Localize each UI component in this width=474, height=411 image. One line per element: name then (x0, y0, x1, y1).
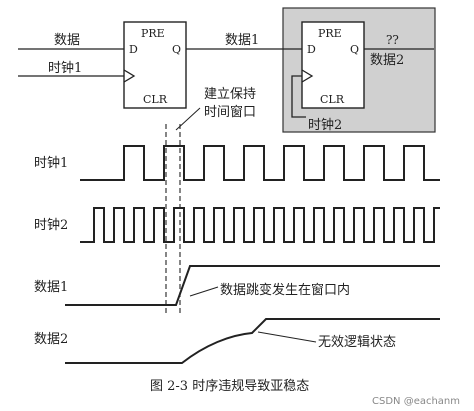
ff1-pre-label: PRE (141, 27, 165, 40)
data1-waveform (65, 265, 440, 306)
label-unknown: ?? (386, 33, 399, 47)
watermark: CSDN @eachanm (372, 396, 460, 407)
label-data2-out: 数据2 (370, 53, 404, 68)
ff2-pre-label: PRE (318, 27, 342, 40)
label-data-in: 数据 (54, 33, 80, 48)
ff1-q-label: Q (172, 43, 181, 56)
ff2-d-label: D (307, 43, 316, 56)
flip-flop-2: PRE D Q CLR (301, 21, 365, 109)
wave-label-clock2: 时钟2 (34, 217, 68, 233)
ff2-q-label: Q (350, 43, 359, 56)
label-data1-mid: 数据1 (225, 33, 259, 48)
ff1-box (123, 21, 187, 109)
ff1-d-label: D (129, 43, 138, 56)
wave-label-data1: 数据1 (34, 280, 68, 295)
flip-flop-1: PRE D Q CLR (123, 21, 187, 109)
figure-caption: 图 2-3 时序违规导致亚稳态 (150, 378, 309, 394)
ff2-clock-triangle (301, 69, 314, 83)
clock1-waveform (80, 145, 440, 181)
ff2-box (301, 21, 365, 109)
label-clock1-in: 时钟1 (48, 60, 82, 76)
wave-label-data2: 数据2 (34, 332, 68, 347)
data2-waveform (65, 318, 440, 364)
label-window-line1: 建立保持 (204, 87, 256, 102)
window-pointer (175, 107, 201, 131)
annotation-invalid-state: 无效逻辑状态 (318, 335, 396, 350)
ff2-clr-label: CLR (320, 93, 345, 106)
ff1-clr-label: CLR (143, 93, 168, 106)
clock2-waveform (80, 207, 440, 243)
label-clock2-in: 时钟2 (308, 117, 342, 133)
wave-label-clock1: 时钟1 (34, 155, 68, 171)
jump-annotation-pointer (189, 286, 219, 297)
invalid-state-pointer (257, 331, 317, 343)
label-window-line2: 时间窗口 (204, 104, 256, 120)
annotation-jump-in-window: 数据跳变发生在窗口内 (220, 282, 350, 298)
wire-clock2-in (291, 75, 306, 118)
ff1-clock-triangle (123, 69, 136, 83)
